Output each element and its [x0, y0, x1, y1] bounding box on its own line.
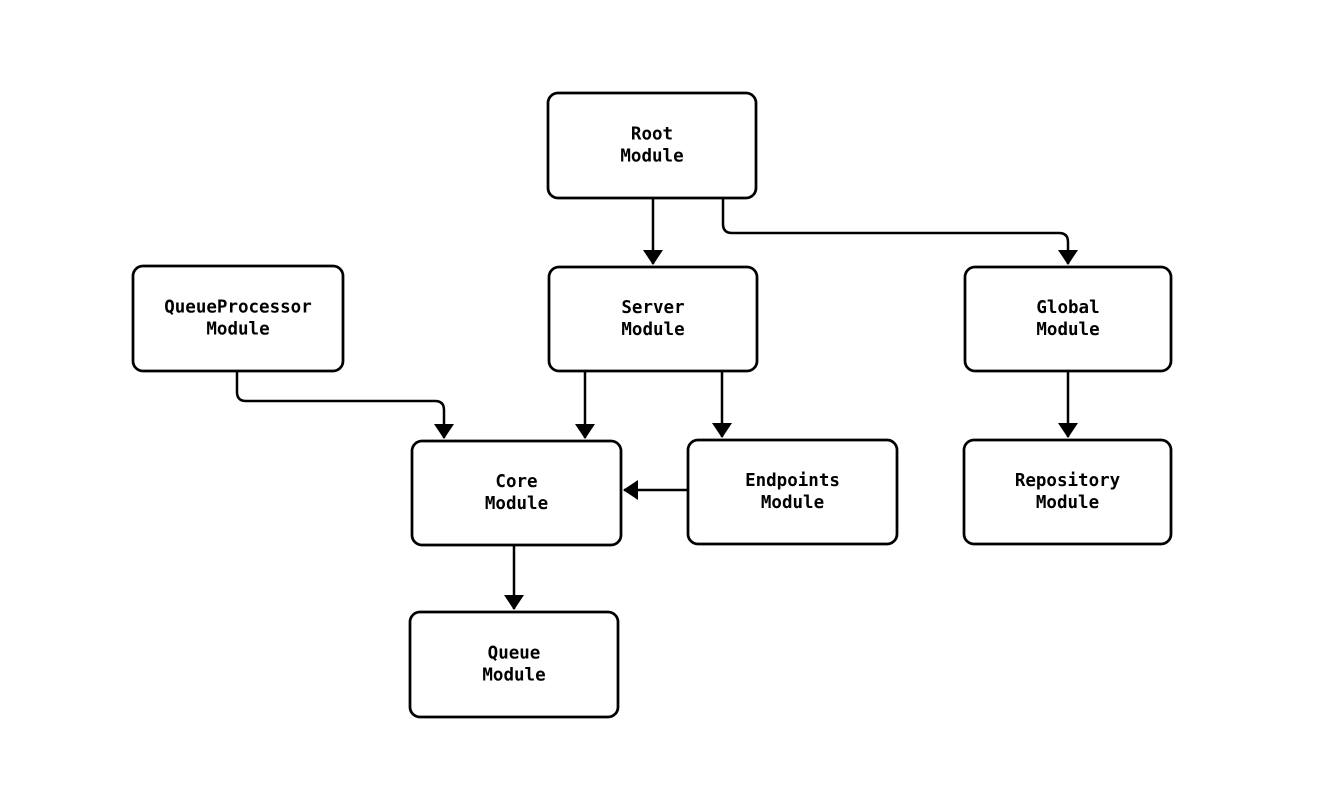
node-root-label-line-1: Root [631, 125, 673, 145]
node-queue-box [408, 610, 620, 719]
node-repository-label-line-1: Repository [1015, 471, 1121, 491]
node-endpoints-box [686, 438, 899, 546]
node-core-label-line-2: Module [485, 494, 548, 514]
node-repository-label-line-2: Module [1036, 493, 1099, 513]
node-global-label-line-2: Module [1036, 320, 1099, 340]
node-queue-label-line-1: Queue [488, 644, 541, 664]
node-repository-box [962, 438, 1173, 546]
node-core-label-line-1: Core [495, 472, 537, 492]
edge-queueprocessor-to-core [235, 372, 454, 439]
node-endpoints-label-line-1: Endpoints [745, 471, 840, 491]
node-root-label-line-2: Module [620, 147, 683, 167]
node-queue-label-line-2: Module [482, 666, 545, 686]
node-core-box [410, 439, 623, 547]
node-root-box [546, 91, 758, 200]
node-global-box [963, 265, 1173, 373]
node-server-label-line-2: Module [621, 320, 684, 340]
node-global-label-line-1: Global [1036, 298, 1099, 318]
edge-root-to-global [721, 199, 1078, 265]
node-server-label-line-1: Server [621, 298, 684, 318]
node-queueprocessor-label-line-2: Module [206, 320, 269, 340]
node-queueprocessor-label-line-1: QueueProcessor [164, 298, 312, 318]
node-queueprocessor-box [131, 264, 345, 373]
node-endpoints-label-line-2: Module [761, 493, 824, 513]
node-server-box [547, 265, 759, 373]
